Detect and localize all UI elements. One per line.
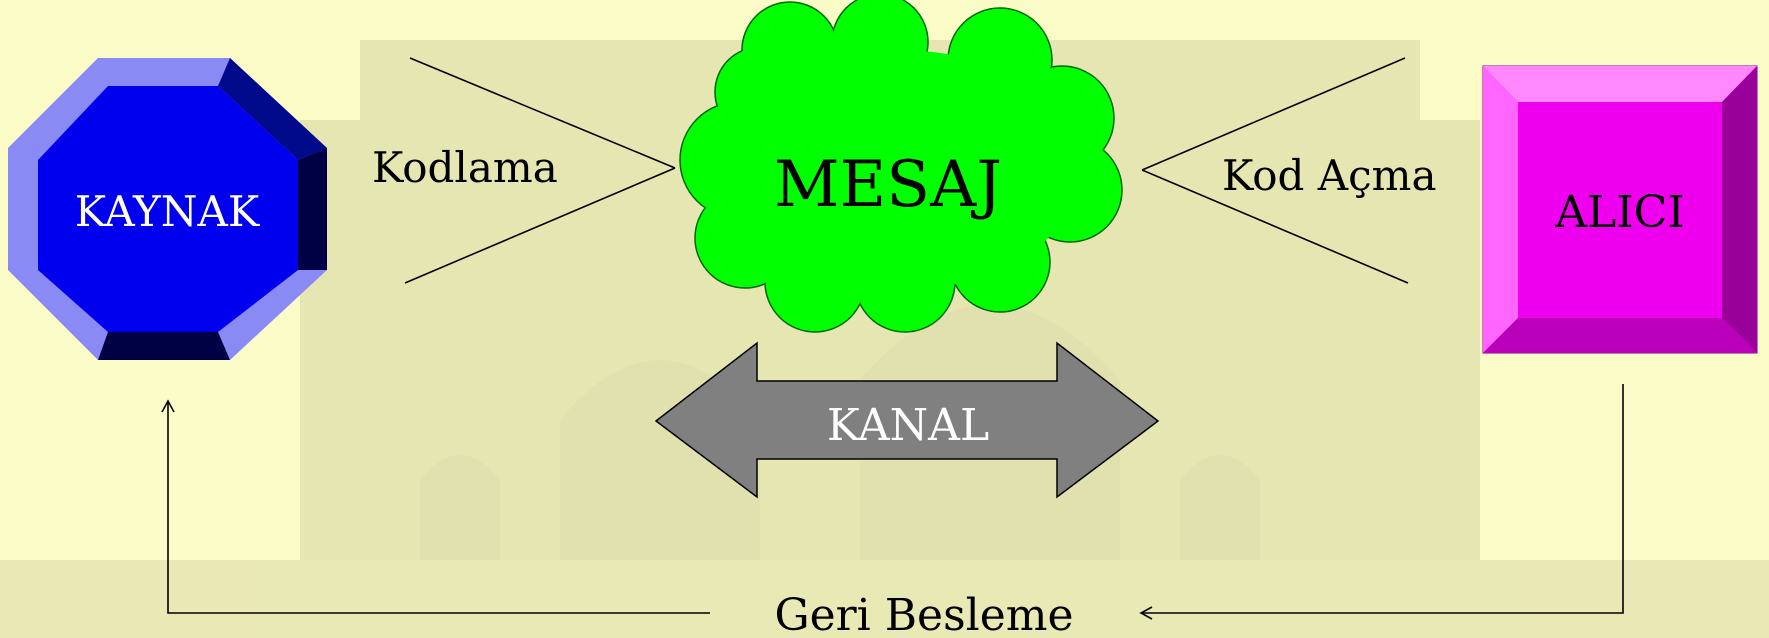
- feedback-line-right: [1139, 384, 1624, 620]
- message-node: MESAJ: [679, 0, 1123, 333]
- feedback-loop: [161, 384, 1624, 620]
- source-bevel-east: [298, 148, 327, 270]
- decoding-label: Kod Açma: [1222, 151, 1437, 200]
- receiver-label: ALICI: [1554, 187, 1684, 238]
- feedback-label: Geri Besleme: [774, 590, 1073, 638]
- message-label: MESAJ: [774, 148, 1002, 222]
- receiver-node: ALICI: [1482, 65, 1758, 354]
- source-bevel-bottom: [98, 332, 230, 360]
- receiver-box-face: [1518, 102, 1722, 318]
- source-node: KAYNAK: [8, 58, 327, 360]
- source-octagon-inner: [38, 86, 298, 332]
- receiver-bevel-bottom: [1483, 318, 1757, 353]
- receiver-bevel-right: [1722, 66, 1757, 353]
- receiver-bevel-left: [1483, 66, 1518, 353]
- receiver-bevel-top: [1483, 66, 1757, 102]
- source-label: KAYNAK: [75, 187, 261, 236]
- channel-double-arrow: [654, 341, 1160, 499]
- encoding-wedge: [404, 57, 676, 284]
- source-bevel-right: [218, 58, 327, 160]
- channel-label: KANAL: [827, 400, 989, 451]
- feedback-line-left: [161, 399, 710, 614]
- encoding-label: Kodlama: [372, 143, 558, 192]
- channel-node: KANAL: [654, 341, 1160, 499]
- decoding-wedge: [1141, 57, 1409, 284]
